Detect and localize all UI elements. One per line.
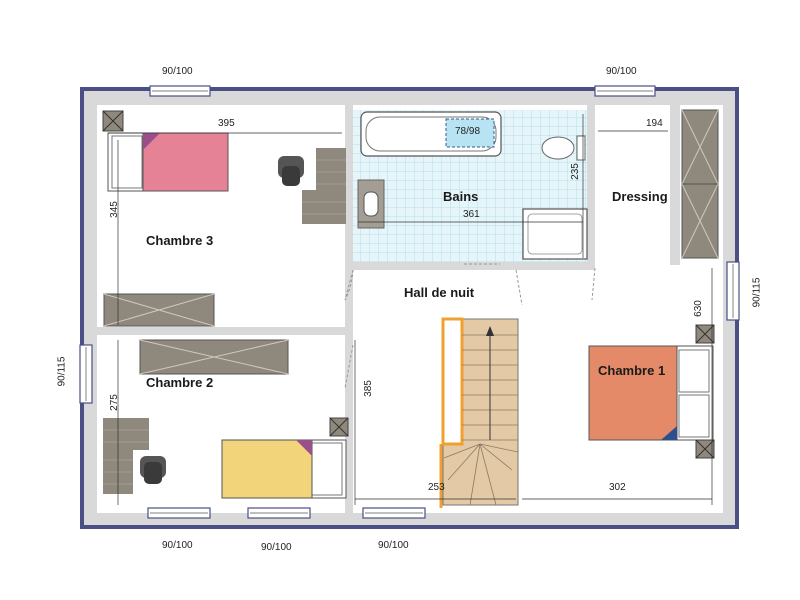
shower-tray [522, 208, 588, 260]
window-label-top-left: 90/100 [162, 66, 193, 77]
bed-chambre1 [588, 345, 714, 441]
dimension-345: 345 [108, 201, 120, 218]
room-label-hall: Hall de nuit [404, 285, 475, 300]
room-label-chambre1: Chambre 1 [598, 363, 666, 378]
dimension-361: 361 [463, 209, 480, 220]
room-label-chambre3: Chambre 3 [146, 233, 214, 248]
dimension-275: 275 [108, 394, 120, 411]
window-label-right: 90/115 [751, 277, 763, 308]
nightstands-chambre1 [695, 324, 715, 459]
dimension-194: 194 [646, 118, 663, 129]
dressing-cabinet [681, 109, 719, 259]
windows [79, 85, 740, 519]
bathtub-size-label: 78/98 [455, 126, 481, 137]
dimension-395: 395 [218, 118, 235, 129]
desk-chambre3 [278, 148, 346, 224]
door-swings [344, 263, 596, 389]
window-label-left: 90/115 [56, 356, 68, 387]
interior-walls [97, 105, 680, 513]
dimension-235: 235 [569, 163, 581, 180]
wardrobe-chambre3 [103, 293, 215, 327]
room-label-chambre2: Chambre 2 [146, 375, 214, 390]
corner-box-c2 [329, 417, 349, 437]
dimension-302: 302 [609, 482, 626, 493]
dimension-lines [108, 114, 713, 505]
toilet [541, 135, 586, 161]
bathtub [360, 111, 502, 157]
corner-box-c3 [102, 110, 124, 132]
dimension-385: 385 [362, 380, 374, 397]
window-label-bottom-1: 90/100 [162, 540, 193, 551]
window-label-bottom-2: 90/100 [261, 542, 292, 553]
wardrobe-chambre2 [139, 339, 289, 375]
sink [357, 179, 385, 229]
room-label-dressing: Dressing [612, 189, 668, 204]
staircase [439, 317, 519, 508]
dimension-253: 253 [428, 482, 445, 493]
bed-chambre3 [107, 132, 229, 192]
dimension-630: 630 [692, 300, 704, 317]
window-label-bottom-3: 90/100 [378, 540, 409, 551]
window-label-top-right: 90/100 [606, 66, 637, 77]
bed-chambre2 [221, 439, 347, 499]
room-label-bains: Bains [443, 189, 479, 204]
